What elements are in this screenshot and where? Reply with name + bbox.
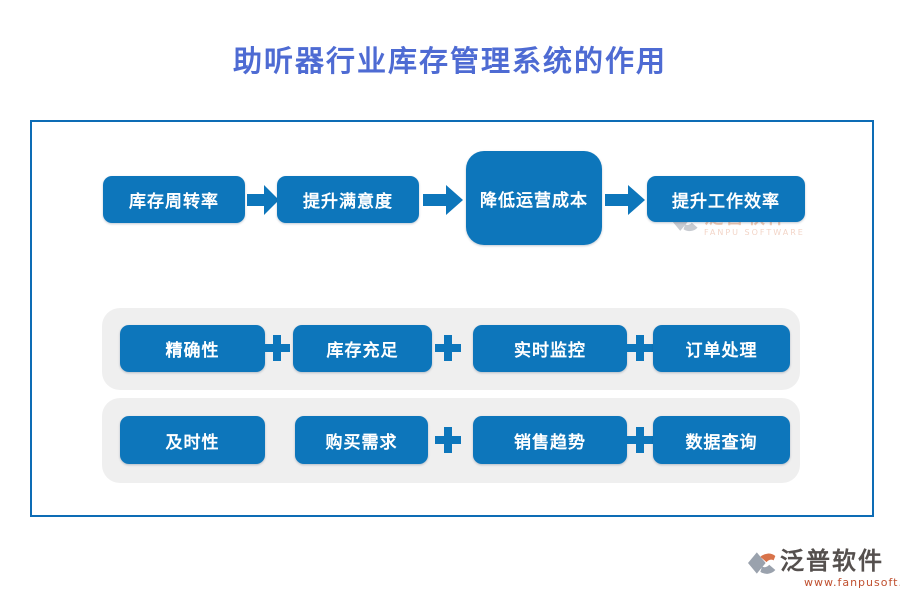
plus-icon — [264, 335, 290, 361]
plus-icon — [627, 335, 653, 361]
footer-brand: 泛普软件 www.fanpusoft.com — [748, 546, 900, 589]
group2-item-4: 数据查询 — [653, 416, 790, 464]
group2-item-3: 销售趋势 — [473, 416, 627, 464]
group2-item-1: 及时性 — [120, 416, 265, 464]
group1-item-4: 订单处理 — [653, 325, 790, 372]
content-frame — [30, 120, 874, 517]
plus-icon — [627, 427, 653, 453]
group2-item-2: 购买需求 — [295, 416, 428, 464]
plus-icon — [435, 335, 461, 361]
group1-item-2: 库存充足 — [293, 325, 432, 372]
footer-brand-text: 泛普软件 — [780, 546, 884, 575]
arrow-right-icon — [423, 185, 463, 215]
flow-step-1: 库存周转率 — [103, 176, 245, 223]
group1-item-1: 精确性 — [120, 325, 265, 372]
group1-item-3: 实时监控 — [473, 325, 627, 372]
flow-step-3: 降低运营成本 — [466, 151, 602, 245]
plus-icon — [435, 427, 461, 453]
flow-step-2: 提升满意度 — [277, 176, 419, 223]
fanpu-logo-icon — [748, 552, 776, 574]
page-title: 助听器行业库存管理系统的作用 — [232, 44, 667, 78]
flow-step-4: 提升工作效率 — [647, 176, 805, 222]
footer-website-text: www.fanpusoft.com — [804, 576, 900, 589]
arrow-right-icon — [247, 185, 279, 215]
arrow-right-icon — [605, 185, 645, 215]
watermark-brand-subtext: FANPU SOFTWARE — [704, 228, 805, 237]
